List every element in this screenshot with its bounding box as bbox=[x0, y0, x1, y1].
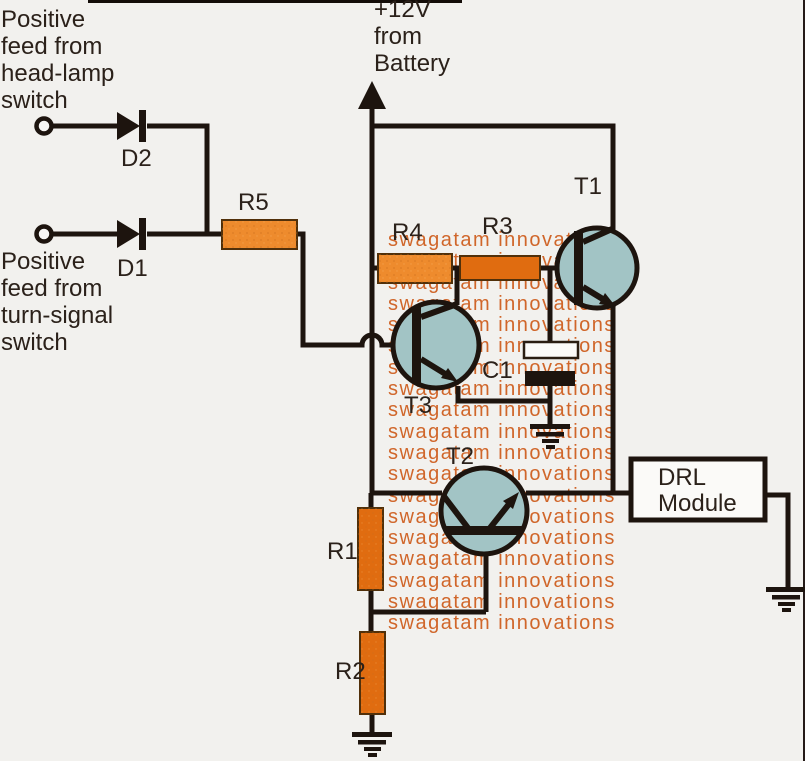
annotation-feed-turnsignal: Positive feed from turn-signal switch bbox=[1, 248, 114, 356]
resistor-r1 bbox=[357, 507, 384, 591]
top-border-line bbox=[88, 0, 462, 3]
watermark-row: swagatam innovations bbox=[388, 229, 616, 251]
label-t3: T3 bbox=[404, 392, 433, 419]
capacitor-c1-icon bbox=[522, 340, 580, 386]
label-r2: R2 bbox=[335, 658, 366, 685]
label-t2: T2 bbox=[446, 443, 475, 470]
resistor-r5 bbox=[221, 219, 298, 250]
right-border-line bbox=[803, 0, 805, 761]
drl-module-box bbox=[628, 456, 768, 523]
watermark-row: swagatam innovations bbox=[388, 441, 616, 464]
drl-module-label: DRL Module bbox=[658, 464, 737, 517]
resistor-r4 bbox=[377, 253, 453, 284]
transistor-t2-icon bbox=[438, 465, 530, 557]
label-r1: R1 bbox=[327, 538, 358, 565]
annotation-feed-headlamp: Positive feed from head-lamp switch bbox=[1, 6, 115, 114]
wires bbox=[53, 98, 791, 733]
watermark-row: swagatam innovations bbox=[388, 612, 616, 635]
watermark-row: swagatam innovations bbox=[388, 591, 616, 614]
ground-drl-icon bbox=[766, 587, 805, 612]
diode-d1-icon bbox=[117, 218, 146, 250]
transistor-t3-icon bbox=[390, 299, 482, 391]
ground-c1-icon bbox=[530, 424, 570, 449]
label-r5: R5 bbox=[238, 189, 269, 216]
watermark-row: swagatam innovations bbox=[388, 569, 616, 592]
annotation-battery: +12V from Battery bbox=[374, 0, 451, 77]
transistor-t1-icon bbox=[554, 225, 640, 311]
label-t1: T1 bbox=[574, 173, 603, 200]
label-d2: D2 bbox=[121, 145, 152, 172]
terminal-headlamp bbox=[34, 116, 54, 136]
watermark-row: swagatam innovations bbox=[388, 399, 616, 422]
ground-r2-icon bbox=[352, 732, 392, 757]
terminal-turnsignal bbox=[34, 224, 54, 244]
watermark-row: swagatam innovations bbox=[388, 548, 616, 571]
label-c1: C1 bbox=[482, 357, 513, 384]
supply-arrow-icon bbox=[358, 81, 386, 109]
diode-d2-icon bbox=[117, 110, 146, 142]
label-r3: R3 bbox=[482, 213, 513, 240]
resistor-r2 bbox=[359, 631, 386, 715]
label-r4: R4 bbox=[392, 219, 423, 246]
resistor-r3 bbox=[459, 255, 541, 281]
label-d1: D1 bbox=[117, 255, 148, 282]
wire-hop bbox=[297, 231, 413, 348]
